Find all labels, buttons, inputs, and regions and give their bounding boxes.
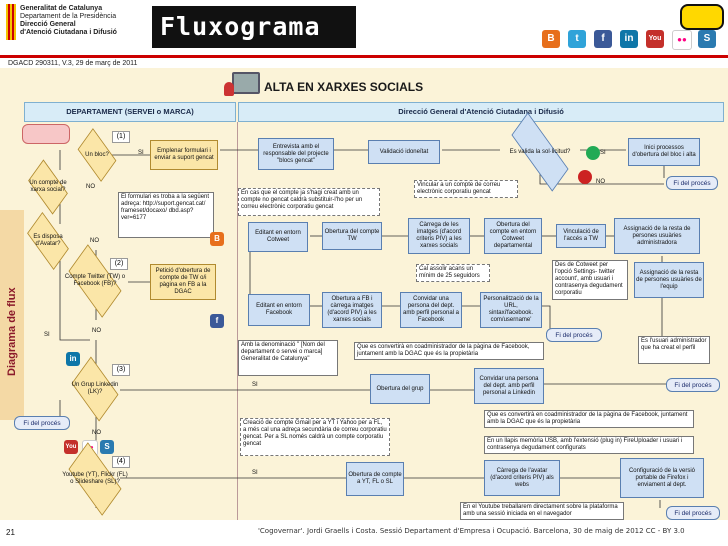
decision-compte-xarxa: Un compte de xarxa social? [24,159,72,215]
slide-number: 21 [6,528,15,537]
step-number: (4) [112,456,130,468]
assignacio-2: Assignació de la resta de persones usuàr… [634,262,704,298]
label-si: SI [252,470,258,476]
linkedin-icon: in [66,352,80,366]
org-line: Departament de la Presidència [20,13,117,20]
convidar-lk: Convidar una persona del dept. amb perfi… [474,368,544,404]
header-divider [0,55,728,58]
step-number: (3) [112,364,130,376]
side-band [0,210,24,420]
cal-assolir-note: Cal assolir acans un mínim de 25 seguido… [416,264,490,282]
youtube-icon: You [646,30,664,48]
obertura-fb: Obertura a FB i càrrega imatges (d'acord… [322,292,382,328]
fi-proces-left: Fi del procés [14,416,70,430]
obertura-tw: Obertura del compte TW [322,222,382,250]
facebook-icon: f [594,30,612,48]
step-number: (1) [112,131,130,143]
youtube-icon: You [64,440,78,454]
slideshare-icon: S [100,440,114,454]
social-icon-bar: B t f in You ●● S [540,26,720,54]
denominacio-note: Amb la denominació " [Nom del departamen… [238,340,338,376]
stop-icon [578,170,592,184]
org-line: Direcció General [20,21,76,28]
fi-proces-3: Fi del procés [666,378,720,392]
des-cotweet-note: Des de Cotweet per l'opció Settings- twi… [552,260,628,300]
label-si: SI [138,150,144,156]
fi-proces-1: Fi del procés [666,176,718,190]
linkedin-icon: in [620,30,638,48]
flickr-icon: ●● [672,30,692,50]
fi-proces-4: Fi del procés [666,506,720,520]
inici-processos: Inici processos d'obertura del bloc i al… [628,138,700,166]
editant-cotweet: Editant en entorn Cotweet [248,222,308,252]
validacio-idoneitat: Validació idoneïtat [368,140,440,164]
emplenar-formulari: Emplenar formulari i enviar a suport gen… [150,140,218,170]
label-no: NO [92,328,101,334]
carrega-avatar: Càrrega de l'avatar (d'acord criteris PI… [484,460,560,496]
lane-department: DEPARTAMENT (SERVEI o MARCA) [24,102,236,122]
firefox-note: En un llapis memòria USB, amb l'extensió… [484,436,694,454]
blogger-icon: B [542,30,560,48]
decision-compte-tw-fb: Compte Twitter (TW) o Facebook (FB)? [62,244,128,318]
diagram-title: ALTA EN XARXES SOCIALS [264,80,424,94]
label-no: NO [596,179,605,185]
version-text: DGACD 290311, V.3, 29 de març de 2011 [8,60,138,67]
label-no: NO [90,238,99,244]
org-line: d'Atenció Ciutadana i Difusió [20,29,117,36]
convidar-fb: Convidar una persona del dept. amb perfi… [400,292,462,328]
globe-icon [586,146,600,160]
footer-credit: 'Cogovernar'. Jordi Graells i Costa. Ses… [258,527,685,535]
creacio-gmail-note: Creació de compte Gmail per a YT i Yahoo… [240,418,390,456]
generalitat-logo [6,4,16,40]
decision-disposa-avatar: Es disposa d'Avatar? [22,212,74,270]
obertura-grup: Obertura del grup [370,374,430,404]
label-no: NO [86,184,95,190]
label-no: NO [92,430,101,436]
decision-grup-linkedin: Un Grup Linkedin (LK)? [68,356,122,422]
usuari-note: Es l'usuari administrador que ha creat e… [638,336,710,364]
decision-un-bloc: Un bloc? [74,128,120,182]
obertura-yt: Obertura de compte a YT, FL o SL [346,462,404,496]
configuracio-firefox: Configuració de la versió portable de Fi… [620,458,704,498]
decision-youtube-flickr: Youtube (YT), Flickr (FL) o Slideshare (… [62,442,128,516]
editant-fb: Editant en entorn Facebook [248,294,310,326]
label-si: SI [44,332,50,338]
fi-proces-2: Fi del procés [546,328,602,342]
blogger-icon: B [210,232,224,246]
badge-icon [680,4,724,30]
vincular-note: Vincular a un compte de correu electròni… [414,180,518,198]
convertira-fb-note: Que es convertirà en coadministrador de … [354,342,544,360]
twitter-icon: t [568,30,586,48]
carrega-imatges: Càrrega de les imatges (d'acord criteris… [408,218,470,254]
start-request [22,124,70,144]
convertira-lk-note: Que es convertirà en coadministrador de … [484,410,694,428]
assignacio-1: Assignació de la resta de persones usuàr… [614,218,700,254]
slide-title: Fluxograma [152,6,356,48]
slideshare-icon: S [698,30,716,48]
decision-es-valida: Es valida la sol·licitud? [500,112,580,192]
formulari-note: El formulari es troba a la següent adreç… [118,192,214,238]
lane-dgac: Direcció General d'Atenció Ciutadana i D… [238,102,724,122]
obertura-cotweet: Obertura del compte en entorn Cotweet de… [484,218,542,254]
youtube-note: En el Youtube treballarem directament so… [460,502,624,520]
personalitzacio-url: Personalització de la URL, sintaxi'faceb… [480,292,542,328]
step-number: (2) [110,258,128,270]
vinculacio-tw: Vinculació de l'accés a TW [556,224,606,248]
lane-divider [237,122,238,520]
org-line: Generalitat de Catalunya [20,5,103,12]
peticio-obertura: Petició d'obertura de compte de TW o/i p… [150,264,216,300]
label-si: SI [252,382,258,388]
org-header: Generalitat de Catalunya Departament de … [20,5,117,37]
label-si: SI [600,150,606,156]
cas-note: En cas que el compte ja s'hagi creat amb… [238,188,380,216]
facebook-icon: f [210,314,224,328]
entrevista: Entrevista amb el responsable del projec… [258,138,334,170]
person-icon [224,82,234,96]
